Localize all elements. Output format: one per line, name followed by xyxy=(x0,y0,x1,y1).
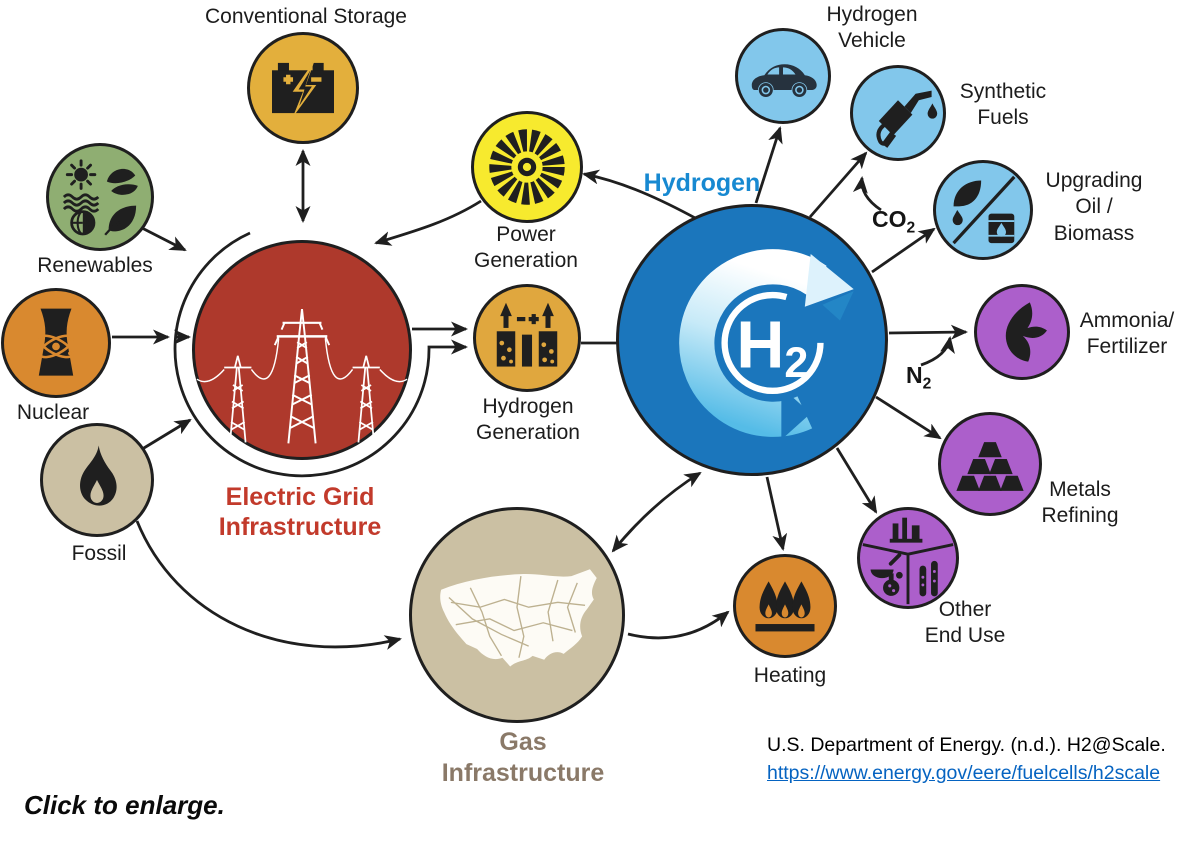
label-nuclear: Nuclear xyxy=(16,401,90,424)
node-hydrogen-vehicle xyxy=(735,28,831,124)
renewables-icon xyxy=(62,159,138,236)
label-renewables: Renewables xyxy=(37,254,153,277)
battery-icon xyxy=(272,59,334,118)
node-ammonia-fertilizer xyxy=(974,284,1070,380)
citation: U.S. Department of Energy. (n.d.). H2@Sc… xyxy=(767,731,1166,788)
transmission-towers-icon xyxy=(196,309,408,444)
label-ammonia-fertilizer: Ammonia/Fertilizer xyxy=(1079,309,1175,359)
h2-logo-icon: H2 xyxy=(679,249,854,440)
electrolyzer-icon xyxy=(496,302,558,367)
label-conventional-storage: Conventional Storage xyxy=(205,5,407,28)
node-other-end-use xyxy=(857,507,959,609)
node-electric-grid xyxy=(192,240,412,460)
label-fossil: Fossil xyxy=(71,542,127,565)
svg-text:H2: H2 xyxy=(736,308,808,387)
node-hydrogen-generation xyxy=(473,284,581,392)
node-synthetic-fuels xyxy=(850,65,946,161)
fuel-nozzle-icon xyxy=(876,90,938,148)
citation-text: U.S. Department of Energy. (n.d.). H2@Sc… xyxy=(767,734,1166,756)
label-n2: N2 xyxy=(906,362,932,393)
label-heating: Heating xyxy=(753,664,827,687)
label-hydrogen: Hydrogen xyxy=(643,169,761,197)
node-heating xyxy=(733,554,837,658)
chemistry-icons xyxy=(862,517,954,605)
label-co2: CO2 xyxy=(872,206,916,237)
node-nuclear xyxy=(1,288,111,398)
turbine-icon xyxy=(489,129,565,205)
biomass-oil-icon xyxy=(952,175,1016,245)
flame-icon xyxy=(80,445,117,506)
car-icon xyxy=(751,64,817,98)
citation-link[interactable]: https://www.energy.gov/eere/fuelcells/h2… xyxy=(767,762,1161,785)
gas-flames-icon xyxy=(755,581,815,632)
ingots-icon xyxy=(956,442,1024,491)
node-hydrogen-hub: H2 xyxy=(616,204,888,476)
node-metals-refining xyxy=(938,412,1042,516)
node-power-generation xyxy=(471,111,583,223)
node-gas-infrastructure xyxy=(409,507,625,723)
click-to-enlarge-caption: Click to enlarge. xyxy=(24,790,225,820)
node-conventional-storage xyxy=(247,32,359,144)
leaf-icon xyxy=(1005,302,1047,362)
nuclear-icon xyxy=(38,308,74,376)
node-upgrading-oil-biomass xyxy=(933,160,1033,260)
node-fossil xyxy=(40,423,154,537)
us-pipeline-map-icon xyxy=(440,569,597,667)
node-renewables xyxy=(46,143,154,251)
